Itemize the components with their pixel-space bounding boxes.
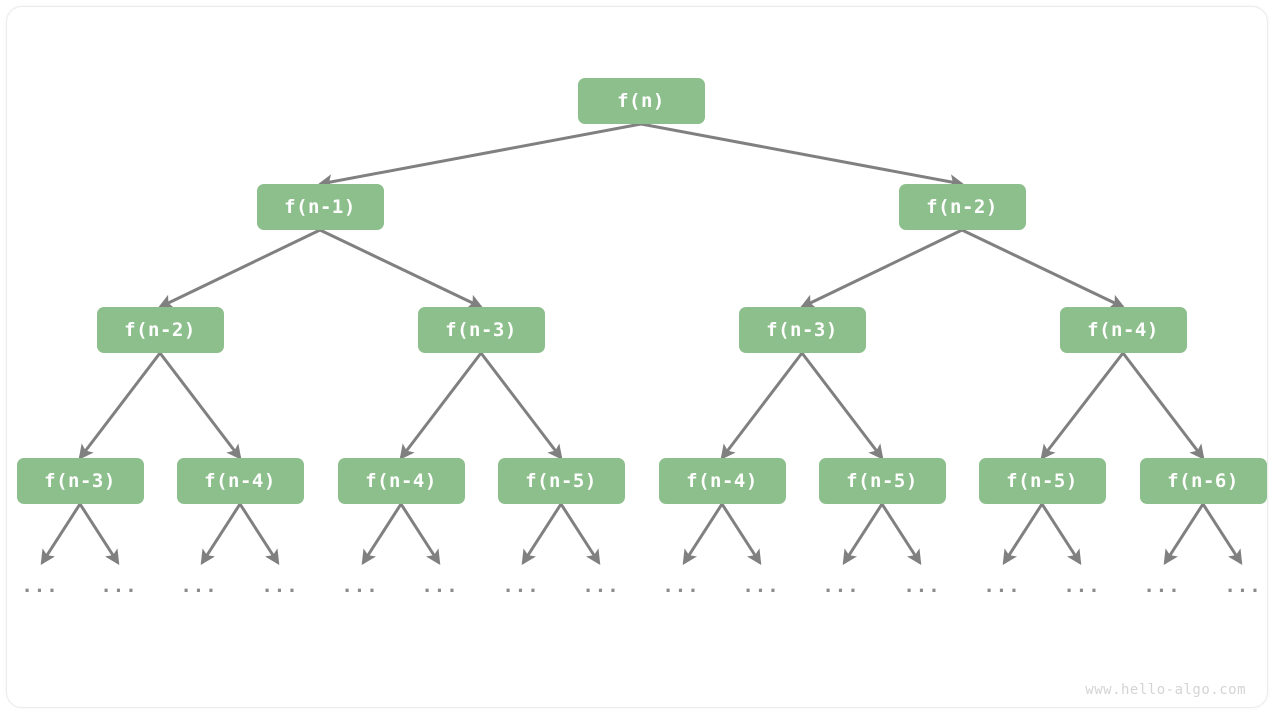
ellipsis-marker: ... <box>742 575 780 597</box>
tree-node: f(n-2) <box>96 307 224 353</box>
ellipsis-marker: ... <box>822 575 860 597</box>
tree-node: f(n-1) <box>256 184 384 230</box>
ellipsis-marker: ... <box>261 575 299 597</box>
ellipsis-marker: ... <box>903 575 941 597</box>
ellipsis-marker: ... <box>662 575 700 597</box>
ellipsis-marker: ... <box>983 575 1021 597</box>
ellipsis-marker: ... <box>1224 575 1262 597</box>
tree-node: f(n-5) <box>818 458 946 504</box>
ellipsis-marker: ... <box>180 575 218 597</box>
tree-node: f(n-4) <box>658 458 786 504</box>
tree-node: f(n-6) <box>1139 458 1267 504</box>
tree-node: f(n-5) <box>497 458 625 504</box>
tree-node: f(n-2) <box>898 184 1026 230</box>
tree-node: f(n-4) <box>176 458 304 504</box>
ellipsis-marker: ... <box>341 575 379 597</box>
ellipsis-marker: ... <box>582 575 620 597</box>
tree-node: f(n-3) <box>16 458 144 504</box>
tree-node: f(n-5) <box>978 458 1106 504</box>
ellipsis-marker: ... <box>502 575 540 597</box>
tree-node: f(n-3) <box>417 307 545 353</box>
watermark: www.hello-algo.com <box>1085 682 1246 698</box>
tree-node: f(n-4) <box>1059 307 1187 353</box>
tree-node: f(n-4) <box>337 458 465 504</box>
ellipsis-marker: ... <box>421 575 459 597</box>
ellipsis-marker: ... <box>100 575 138 597</box>
ellipsis-marker: ... <box>1063 575 1101 597</box>
ellipsis-marker: ... <box>1143 575 1181 597</box>
tree-node: f(n-3) <box>738 307 866 353</box>
ellipsis-marker: ... <box>21 575 59 597</box>
tree-node: f(n) <box>577 78 705 124</box>
